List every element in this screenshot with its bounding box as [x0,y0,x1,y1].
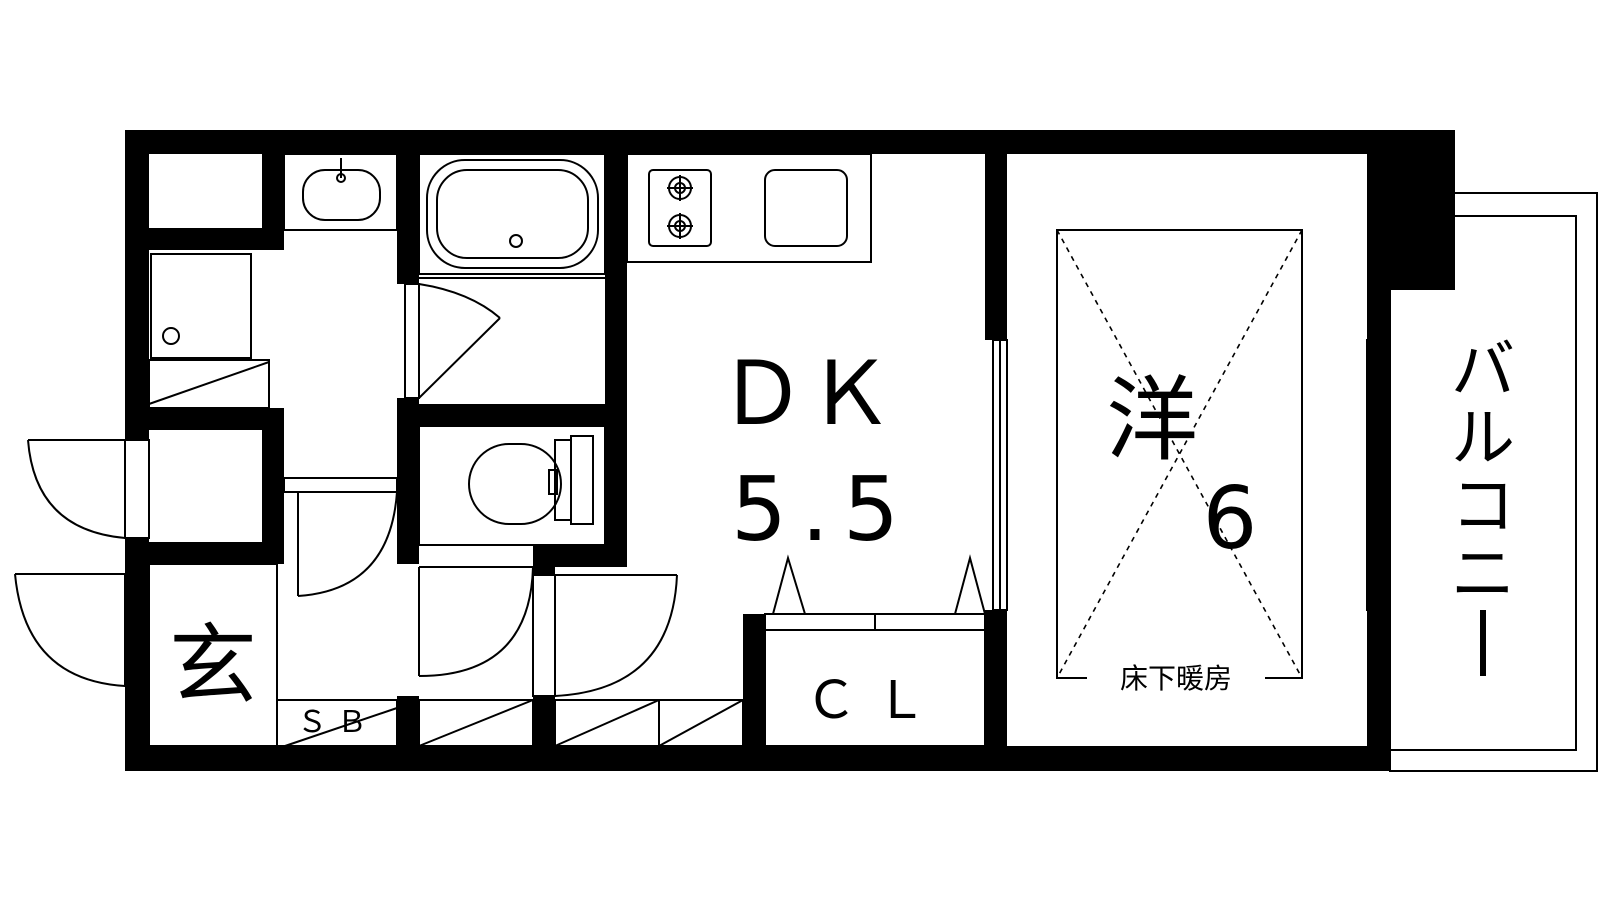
closet-label: ＣＬ [805,671,945,731]
sliding-doors [992,339,1391,611]
interior-doors [283,477,678,697]
balcony-char-2: ル [1451,402,1515,476]
entrance-label: 玄 [169,614,257,717]
dk-label: ＤＫ [718,342,894,445]
entrance-hall [148,563,398,747]
balcony-char-1: バ [1451,334,1515,408]
floor-heating-label: 床下暖房 [1120,662,1232,695]
western-size: 6 [1203,469,1258,569]
shoe-box-label: ＳＢ [297,705,377,740]
balcony-char-5: ー [1483,659,1484,661]
western-label: 洋 [1106,367,1198,474]
closet [764,554,986,747]
washer-area [148,253,270,409]
kitchen-counter [626,153,872,263]
washbasin [283,153,398,231]
bath-door [404,283,501,399]
storage-strips [418,699,744,747]
toilet [418,425,606,546]
balcony-char-3: コ [1451,470,1515,544]
interior-walls [149,154,1007,771]
balcony-label: バ ル コ ニ ー [1451,334,1515,676]
dk-size: 5.5 [731,458,913,561]
balcony-char-4: ニ [1451,538,1515,612]
entrance-doors [14,439,150,687]
bathtub [418,153,606,279]
floor-heating-label-bg [1087,664,1265,692]
